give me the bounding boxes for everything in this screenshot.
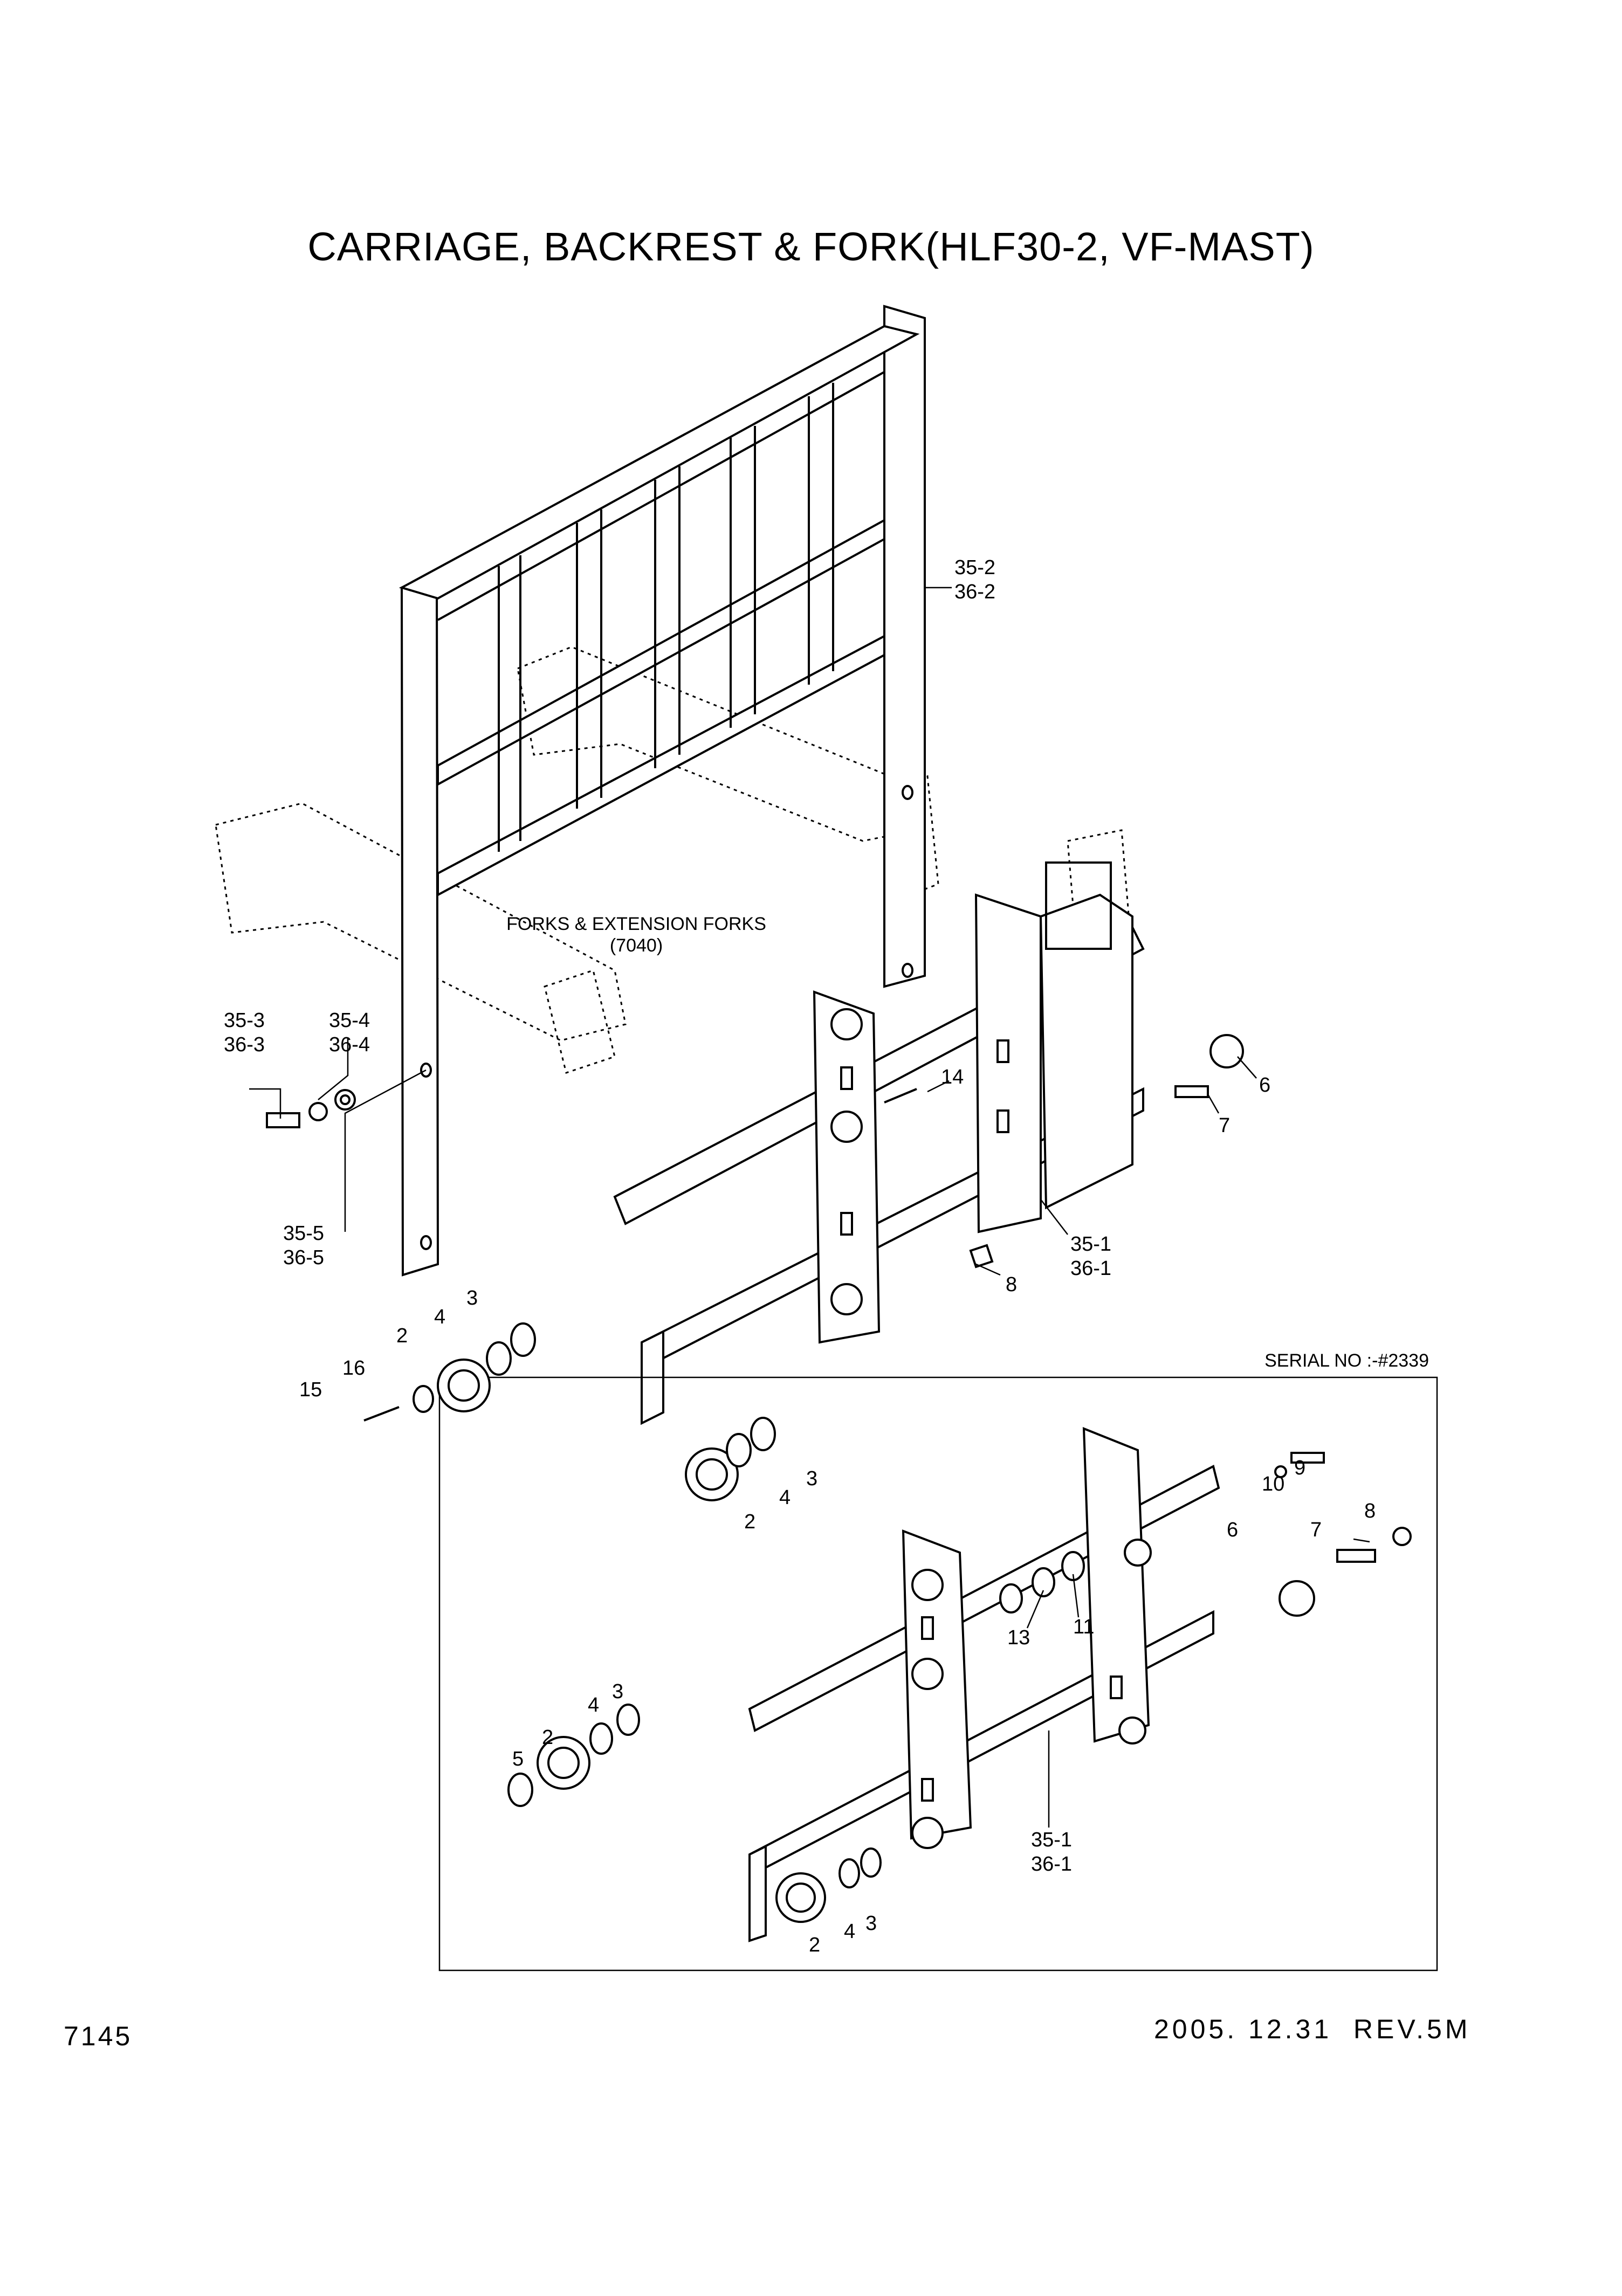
carriage-lower bbox=[748, 1427, 1220, 1942]
callout-35-1: 35-1 bbox=[1070, 1233, 1111, 1256]
callout-4-mid: 4 bbox=[779, 1486, 791, 1509]
callout-35-2: 35-2 bbox=[954, 556, 995, 579]
callout-35-1-lower: 35-1 bbox=[1031, 1829, 1072, 1851]
callout-35-4: 35-4 bbox=[329, 1009, 370, 1032]
leader-lines bbox=[249, 587, 1370, 1828]
callout-3-mid: 3 bbox=[806, 1467, 817, 1490]
callout-4: 4 bbox=[434, 1306, 445, 1328]
callout-36-1: 36-1 bbox=[1070, 1257, 1111, 1280]
callout-35-5: 35-5 bbox=[283, 1222, 324, 1245]
callout-8-low: 8 bbox=[1364, 1500, 1376, 1522]
parts-hardware bbox=[266, 1034, 1412, 1923]
carriage-upper bbox=[613, 861, 1145, 1425]
callout-3-bot: 3 bbox=[865, 1912, 877, 1935]
callout-15: 15 bbox=[299, 1378, 322, 1401]
callout-8: 8 bbox=[1006, 1273, 1017, 1296]
forks-note: FORKS & EXTENSION FORKS bbox=[506, 914, 766, 934]
callout-2-mid: 2 bbox=[744, 1511, 755, 1533]
callout-7: 7 bbox=[1219, 1114, 1230, 1137]
callout-10-low: 10 bbox=[1262, 1473, 1284, 1495]
callout-7-low: 7 bbox=[1310, 1519, 1322, 1541]
callout-9-low: 9 bbox=[1294, 1457, 1305, 1479]
load-backrest bbox=[398, 305, 926, 1277]
page-title: CARRIAGE, BACKREST & FORK(HLF30-2, VF-MA… bbox=[307, 224, 1315, 269]
callout-36-4: 36-4 bbox=[329, 1033, 370, 1056]
callout-5-low: 5 bbox=[512, 1748, 524, 1770]
callout-36-2: 36-2 bbox=[954, 581, 995, 603]
callout-6: 6 bbox=[1259, 1074, 1270, 1097]
callout-6-low: 6 bbox=[1227, 1519, 1238, 1541]
callout-11-low: 11 bbox=[1073, 1616, 1094, 1638]
callout-36-1-lower: 36-1 bbox=[1031, 1853, 1072, 1876]
callout-3-low: 3 bbox=[612, 1680, 623, 1703]
revision-date: 2005. 12.31 REV.5M bbox=[1154, 2014, 1471, 2044]
forks-note-ref: (7040) bbox=[610, 935, 663, 956]
callout-35-3: 35-3 bbox=[224, 1009, 265, 1032]
callout-13-low: 13 bbox=[1007, 1626, 1030, 1649]
callout-36-3: 36-3 bbox=[224, 1033, 265, 1056]
callout-2-bot: 2 bbox=[809, 1934, 820, 1956]
callout-3: 3 bbox=[466, 1287, 478, 1309]
callout-2: 2 bbox=[396, 1325, 408, 1347]
serial-box bbox=[438, 1376, 1438, 1971]
callout-14: 14 bbox=[941, 1066, 964, 1088]
callout-labels: 35-2 36-2 35-3 36-3 35-4 36-4 35-5 36-5 … bbox=[224, 556, 1376, 1956]
page-number: 7145 bbox=[64, 2021, 133, 2051]
serial-note: SERIAL NO :-#2339 bbox=[1264, 1350, 1429, 1371]
callout-2-low: 2 bbox=[542, 1726, 553, 1749]
callout-4-bot: 4 bbox=[844, 1920, 855, 1943]
callout-16: 16 bbox=[342, 1357, 365, 1380]
callout-36-5: 36-5 bbox=[283, 1246, 324, 1269]
callout-4-low: 4 bbox=[588, 1694, 599, 1716]
